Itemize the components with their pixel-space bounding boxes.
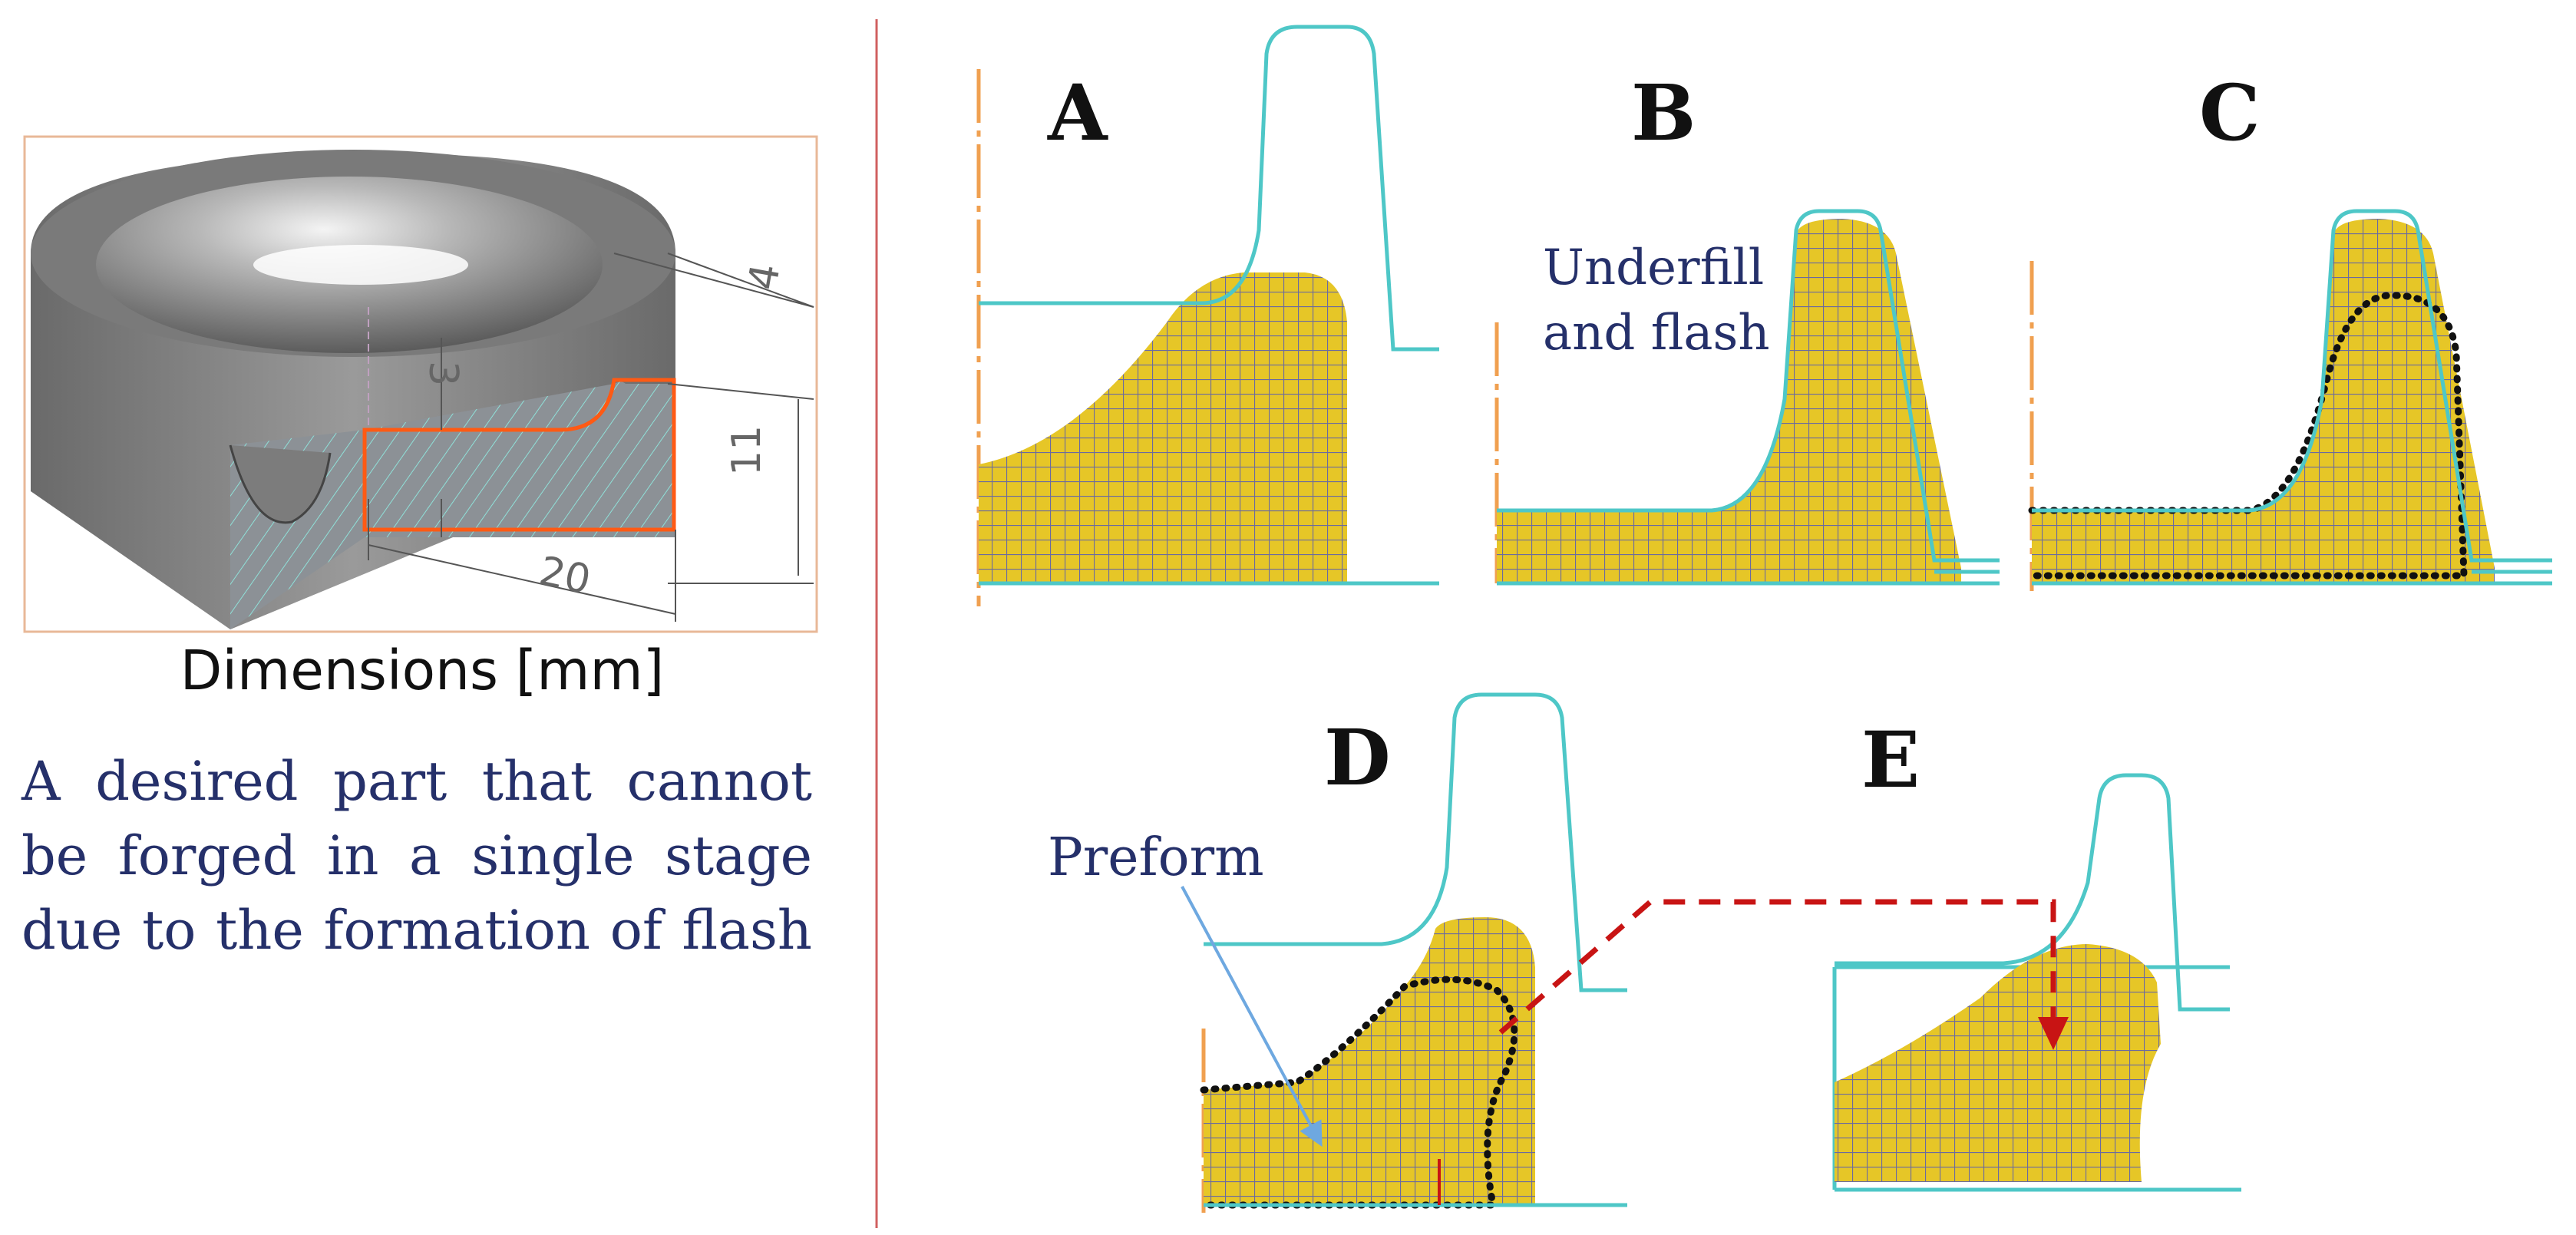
stage-label-b: B [1631,68,1696,158]
stage-c-panel [2028,209,2552,591]
stage-b-panel [1494,209,2000,586]
stage-d-die [1204,692,1627,992]
stage-label-a: A [1047,68,1108,158]
stage-label-e: E [1861,715,1920,805]
dim-label-11: 11 [724,425,770,476]
transfer-arrow [1498,899,2056,1044]
part-description: A desired part that cannot be forged in … [21,745,812,968]
stage-e-panel [1832,773,2241,1192]
description-line: be forged in a single stage [21,824,812,887]
stage-d-panel [1181,692,1627,1213]
part-cutaway-illustration: 4 3 11 20 [23,135,818,633]
description-line: due to the formation of flash [21,899,812,962]
stage-e-die [1835,773,2230,1012]
stage-a-die [979,25,1439,352]
stage-label-c: C [2199,68,2261,158]
stage-a-panel [976,25,1439,606]
description-line: A desired part that cannot [21,750,812,813]
stage-c-die [2032,209,2552,574]
preform-label: Preform [1048,827,1264,888]
underfill-label-line2: and flash [1543,305,1770,362]
underfill-label-line1: Underfill [1543,239,1764,296]
stage-label-d: D [1324,712,1391,803]
transfer-arrowhead [2038,1017,2069,1050]
dim-label-20: 20 [535,548,594,603]
preform-pointer-arrow [1181,886,1323,1147]
dimensions-caption: Dimensions [mm] [180,639,665,702]
stage-b-die [1497,209,2000,574]
dim-label-3: 3 [420,361,466,386]
